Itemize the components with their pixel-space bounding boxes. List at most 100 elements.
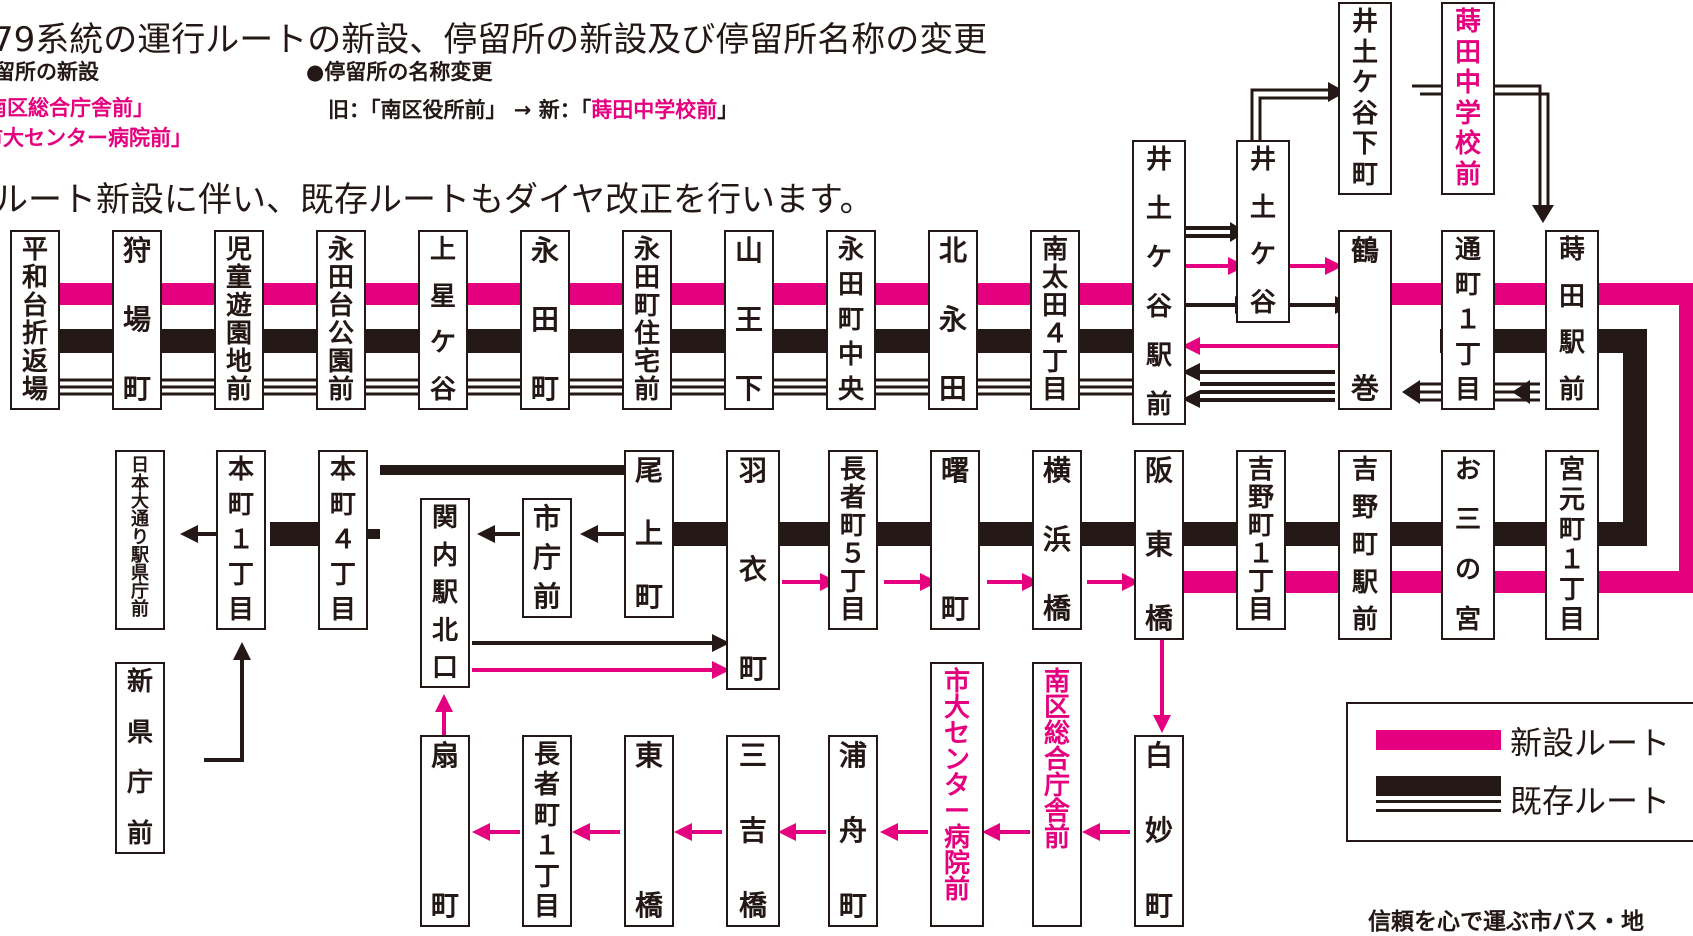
stop-char: 土 bbox=[1145, 194, 1172, 224]
stop-char: 前 bbox=[225, 375, 252, 405]
timetable-note: ルート新設に伴い、既存ルートもダイヤ改正を行います。 bbox=[0, 180, 874, 220]
footer-slogan: 信頼を心で運ぶ市バス・地 bbox=[1368, 909, 1644, 935]
stop-char: 合 bbox=[1043, 745, 1070, 775]
stop-char: 庁 bbox=[1043, 771, 1070, 801]
stop-kariba: 狩場町 bbox=[112, 230, 162, 410]
stop-char: の bbox=[1454, 555, 1481, 585]
stop-char: 中 bbox=[837, 340, 864, 370]
stop-char: 通 bbox=[1454, 235, 1481, 265]
stop-char: 白 bbox=[1144, 739, 1173, 772]
legend-existing-thin bbox=[1376, 800, 1501, 812]
stop-minamiku: 南区総合庁舎前 bbox=[1032, 662, 1082, 927]
stop-char: 狩 bbox=[122, 234, 151, 267]
stop-char: 前 bbox=[943, 875, 970, 905]
stop-char: 衣 bbox=[738, 553, 767, 586]
stop-char: 橋 bbox=[1144, 602, 1173, 635]
stop-sannoshita: 山王下 bbox=[724, 230, 774, 410]
stop-char: 目 bbox=[1041, 375, 1068, 405]
stop-char: 下 bbox=[1351, 129, 1378, 160]
stop-char: 大 bbox=[131, 491, 149, 512]
stop-char: ン bbox=[943, 745, 970, 775]
stop-char: 永 bbox=[938, 303, 967, 336]
stop-char: 和 bbox=[21, 263, 48, 293]
stop-char: 永 bbox=[633, 235, 660, 265]
stop-char: ケ bbox=[429, 328, 456, 359]
stop-char: １ bbox=[227, 525, 254, 555]
stop-char: 区 bbox=[1043, 693, 1070, 723]
rename-new: 蒔田中学校前 bbox=[591, 98, 718, 122]
stop-char: 三 bbox=[1454, 505, 1481, 535]
stop-char: 前 bbox=[1043, 823, 1070, 853]
stop-char: 関 bbox=[431, 503, 458, 533]
stop-maitachugaku: 蒔田中学校前 bbox=[1441, 2, 1495, 195]
stop-maitaeki: 蒔田駅前 bbox=[1545, 230, 1599, 410]
stop-bandobashi: 阪東橋 bbox=[1134, 450, 1184, 640]
existing-thin-top bbox=[25, 378, 1180, 396]
stop-char: 町 bbox=[530, 372, 559, 405]
stop-kitanagata: 北永田 bbox=[928, 230, 978, 410]
page-title: 79系統の運行ルートの新設、停留所の新設及び停留所名称の変更 bbox=[0, 20, 988, 60]
stop-char: 童 bbox=[225, 263, 252, 293]
stop-char: 舟 bbox=[838, 814, 867, 847]
stop-char: ー bbox=[943, 797, 970, 827]
stop-char: 丁 bbox=[533, 861, 560, 892]
stop-char: 土 bbox=[1249, 192, 1276, 223]
stop-char: 町 bbox=[1351, 159, 1378, 190]
stop-char: 上 bbox=[429, 235, 456, 265]
new-stop-label-1: 南区総合庁舎前」 bbox=[0, 96, 154, 120]
stop-char: 庁 bbox=[532, 541, 561, 574]
stop-char: 永 bbox=[327, 235, 354, 265]
stop-char: 町 bbox=[122, 372, 151, 405]
stop-char: 駅 bbox=[1145, 341, 1172, 371]
stop-char: 宅 bbox=[633, 347, 660, 377]
stop-char: 前 bbox=[1351, 605, 1378, 635]
stop-idogaya: 井土ケ谷 bbox=[1236, 140, 1290, 323]
stop-char: 目 bbox=[329, 595, 356, 625]
stop-char: 前 bbox=[327, 375, 354, 405]
stop-miyoshi: 三吉橋 bbox=[726, 735, 780, 927]
stop-char: 元 bbox=[1558, 485, 1585, 515]
stop-char: 吉 bbox=[738, 814, 767, 847]
stop-char: 巻 bbox=[1350, 372, 1379, 405]
rename-line: 旧：「南区役所前」 → 新：「蒔田中学校前」 bbox=[328, 94, 738, 124]
stop-char: 者 bbox=[839, 483, 866, 513]
stop-char: 橋 bbox=[738, 889, 767, 922]
legend: 新設ルート 既存ルート bbox=[1346, 702, 1693, 842]
stop-char: 台 bbox=[327, 291, 354, 321]
rename-close: 」 bbox=[717, 98, 739, 122]
stop-nagatadaikoen: 永田台公園前 bbox=[316, 230, 366, 410]
stop-char: 吉 bbox=[1351, 455, 1378, 485]
stop-char: セ bbox=[943, 719, 970, 749]
stop-idogayashita: 井土ケ谷下町 bbox=[1338, 2, 1392, 195]
stop-char: 星 bbox=[429, 281, 456, 312]
stop-char: 土 bbox=[1351, 37, 1378, 68]
stop-char: 田 bbox=[327, 263, 354, 293]
stop-char: ケ bbox=[1351, 68, 1378, 99]
stop-char: 市 bbox=[943, 667, 970, 697]
stop-char: 児 bbox=[225, 235, 252, 265]
loop-lines bbox=[1250, 84, 1550, 205]
stop-char: 駅 bbox=[431, 578, 458, 608]
stop-char: 永 bbox=[837, 235, 864, 265]
stop-char: 鶴 bbox=[1350, 234, 1379, 267]
stop-char: 丁 bbox=[839, 567, 866, 597]
stop-nihonodori: 日本大通り駅県庁前 bbox=[115, 450, 165, 630]
stop-char: ４ bbox=[1041, 319, 1068, 349]
stop-kannaikita: 関内駅北口 bbox=[420, 498, 470, 688]
legend-new-label: 新設ルート bbox=[1510, 724, 1671, 762]
stop-char: 場 bbox=[21, 375, 48, 405]
stop-osannomiya: お三の宮 bbox=[1441, 450, 1495, 640]
stop-char: ケ bbox=[1145, 243, 1172, 273]
stop-char: 通 bbox=[131, 509, 149, 530]
idogaya-links bbox=[1186, 226, 1335, 402]
stop-char: り bbox=[131, 527, 149, 548]
stop-char: タ bbox=[943, 771, 970, 801]
stop-char: 永 bbox=[530, 234, 559, 267]
stop-char: 田 bbox=[1041, 291, 1068, 321]
legend-existing-swatch bbox=[1376, 776, 1501, 796]
stop-char: 町 bbox=[1351, 530, 1378, 560]
stop-char: 駅 bbox=[131, 545, 149, 566]
